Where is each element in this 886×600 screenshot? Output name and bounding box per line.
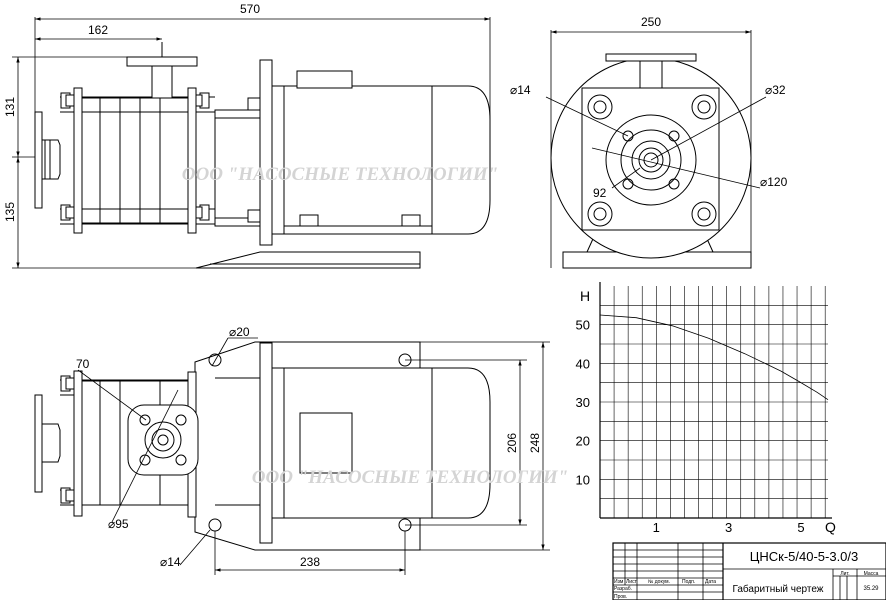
dim-outlet-offset: 162 (88, 23, 108, 37)
outlet-flange (126, 56, 198, 67)
y-tick-label: 20 (576, 434, 590, 449)
x-tick-label: 5 (797, 520, 804, 535)
watermark-bottom: ООО "НАСОСНЫЕ ТЕХНОЛОГИИ" (252, 467, 568, 488)
dim-top-206: 206 (505, 433, 519, 453)
front-view (550, 53, 752, 269)
y-tick-label: 50 (576, 318, 590, 333)
x-axis-label: Q (825, 519, 836, 535)
terminal-box (296, 70, 353, 89)
fan-cover (431, 85, 491, 235)
top-view (34, 341, 491, 551)
col-date: Дата (705, 579, 716, 585)
base-frame (195, 251, 421, 269)
bolt-circle (605, 114, 697, 206)
y-tick-label: 30 (576, 395, 590, 410)
corner-bolts (587, 94, 717, 227)
inlet-neck (41, 139, 61, 180)
col-sign: Подп. (682, 579, 695, 585)
col-list: Лист (626, 579, 638, 585)
terminal-box-top (299, 412, 353, 474)
dim-front-d14: ⌀14 (510, 83, 531, 97)
x-tick-label: 1 (653, 520, 660, 535)
dim-top-238: 238 (300, 555, 320, 569)
mass-value: 35.29 (863, 586, 879, 592)
x-tick-label: 3 (725, 520, 732, 535)
dim-front-92: 92 (593, 186, 607, 200)
dim-top-70: 70 (76, 357, 90, 371)
pump-stages (81, 97, 189, 224)
side-view (34, 42, 491, 269)
dim-length: 570 (240, 2, 260, 16)
dim-lower-height: 135 (3, 202, 17, 222)
dim-top-d20: ⌀20 (229, 325, 250, 339)
dim-top-248: 248 (528, 433, 542, 453)
inlet-flange (34, 111, 43, 209)
hq-curve (599, 314, 829, 401)
performance-chart: 10 20 30 40 50 1 3 5 H Q (576, 282, 836, 535)
y-axis-label: H (580, 288, 590, 304)
doc-name: Габаритный чертеж (733, 583, 824, 595)
dim-front-d32: ⌀32 (765, 83, 786, 97)
dim-upper-height: 131 (3, 97, 17, 117)
dim-top-d95: ⌀95 (108, 517, 129, 531)
watermark-top: ООО "НАСОСНЫЕ ТЕХНОЛОГИИ" (182, 164, 498, 185)
dim-top-d14: ⌀14 (160, 555, 181, 569)
title-block (612, 542, 886, 600)
motor-body (283, 85, 433, 235)
outlet-pipe (151, 65, 173, 99)
y-tick-label: 10 (576, 472, 590, 487)
mass-header: Масса (864, 571, 879, 577)
lit-header: Лит. (840, 571, 849, 577)
dim-front-d120: ⌀120 (760, 175, 788, 189)
col-doc: № докум. (648, 579, 670, 585)
motor-flange (259, 59, 273, 246)
designation: ЦНСк-5/40-5-3.0/3 (750, 549, 859, 564)
row-razrab: Разраб. (614, 586, 632, 592)
row-prov: Пров. (614, 594, 627, 600)
y-tick-label: 40 (576, 356, 590, 371)
dim-front-width: 250 (641, 15, 661, 29)
col-izm: Изм (614, 579, 624, 585)
